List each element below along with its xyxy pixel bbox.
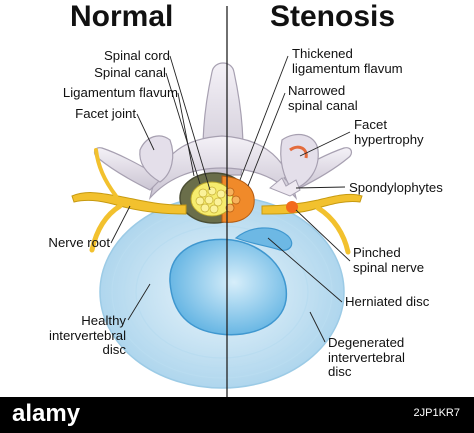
pinched-nerve-right bbox=[261, 193, 363, 215]
nerve-root-left bbox=[71, 192, 187, 215]
leader-thickened-lf bbox=[239, 55, 289, 181]
herniated-bulge bbox=[234, 227, 293, 251]
leader-degenerated-disc bbox=[309, 311, 326, 343]
cauda-equina-compressed bbox=[225, 187, 241, 213]
label-spinal-canal: Spinal canal bbox=[94, 65, 166, 80]
facet-inflammation bbox=[289, 145, 308, 159]
label-nerve-root: Nerve root bbox=[48, 235, 110, 250]
label-facet-hypertrophy: Facet hypertrophy bbox=[354, 117, 424, 147]
facet-joint-left bbox=[139, 135, 174, 183]
footer-bar: alamy 2JP1KR7 bbox=[0, 397, 474, 433]
label-degenerated-disc: Degenerated intervertebral disc bbox=[328, 335, 405, 379]
label-thickened-ligamentum-flavum: Thickened ligamentum flavum bbox=[292, 46, 403, 76]
lamina bbox=[148, 135, 298, 201]
label-spondylophytes: Spondylophytes bbox=[349, 180, 443, 195]
label-narrowed-spinal-canal: Narrowed spinal canal bbox=[288, 83, 358, 113]
pinched-nerve-point bbox=[286, 201, 298, 213]
label-pinched-spinal-nerve: Pinched spinal nerve bbox=[353, 245, 425, 275]
leader-spinal-canal bbox=[165, 72, 201, 185]
label-herniated-disc: Herniated disc bbox=[345, 294, 430, 309]
title-normal: Normal bbox=[70, 0, 174, 33]
label-ligamentum-flavum: Ligamentum flavum bbox=[62, 85, 178, 100]
nucleus-pulposus bbox=[169, 238, 288, 336]
brand-logo: alamy bbox=[12, 400, 81, 427]
leader-facet-hypertrophy bbox=[299, 131, 351, 157]
leader-ligamentum-flavum bbox=[177, 92, 195, 177]
leader-nerve-root bbox=[110, 205, 131, 244]
spondylophytes bbox=[269, 177, 301, 197]
image-code: 2JP1KR7 bbox=[413, 407, 460, 419]
leader-healthy-disc bbox=[127, 283, 151, 321]
leader-pinched-nerve bbox=[295, 209, 351, 262]
title-stenosis: Stenosis bbox=[270, 0, 396, 33]
leader-herniated-disc bbox=[267, 237, 343, 303]
nerve-root-left-branch bbox=[89, 203, 123, 253]
leader-narrowed-canal bbox=[247, 92, 286, 187]
label-healthy-disc: Healthy intervertebral disc bbox=[49, 313, 126, 357]
leader-spinal-cord bbox=[169, 55, 211, 191]
label-facet-joint: Facet joint bbox=[75, 106, 136, 121]
leader-spondylophytes bbox=[295, 186, 346, 189]
spinal-cord bbox=[190, 181, 234, 217]
leader-facet-joint bbox=[136, 113, 155, 151]
nerve-root-right-branch bbox=[315, 205, 351, 255]
nerve-root-left-branch-upper bbox=[94, 148, 118, 198]
vertebra-illustration bbox=[71, 6, 363, 397]
label-spinal-cord: Spinal cord bbox=[104, 48, 170, 63]
